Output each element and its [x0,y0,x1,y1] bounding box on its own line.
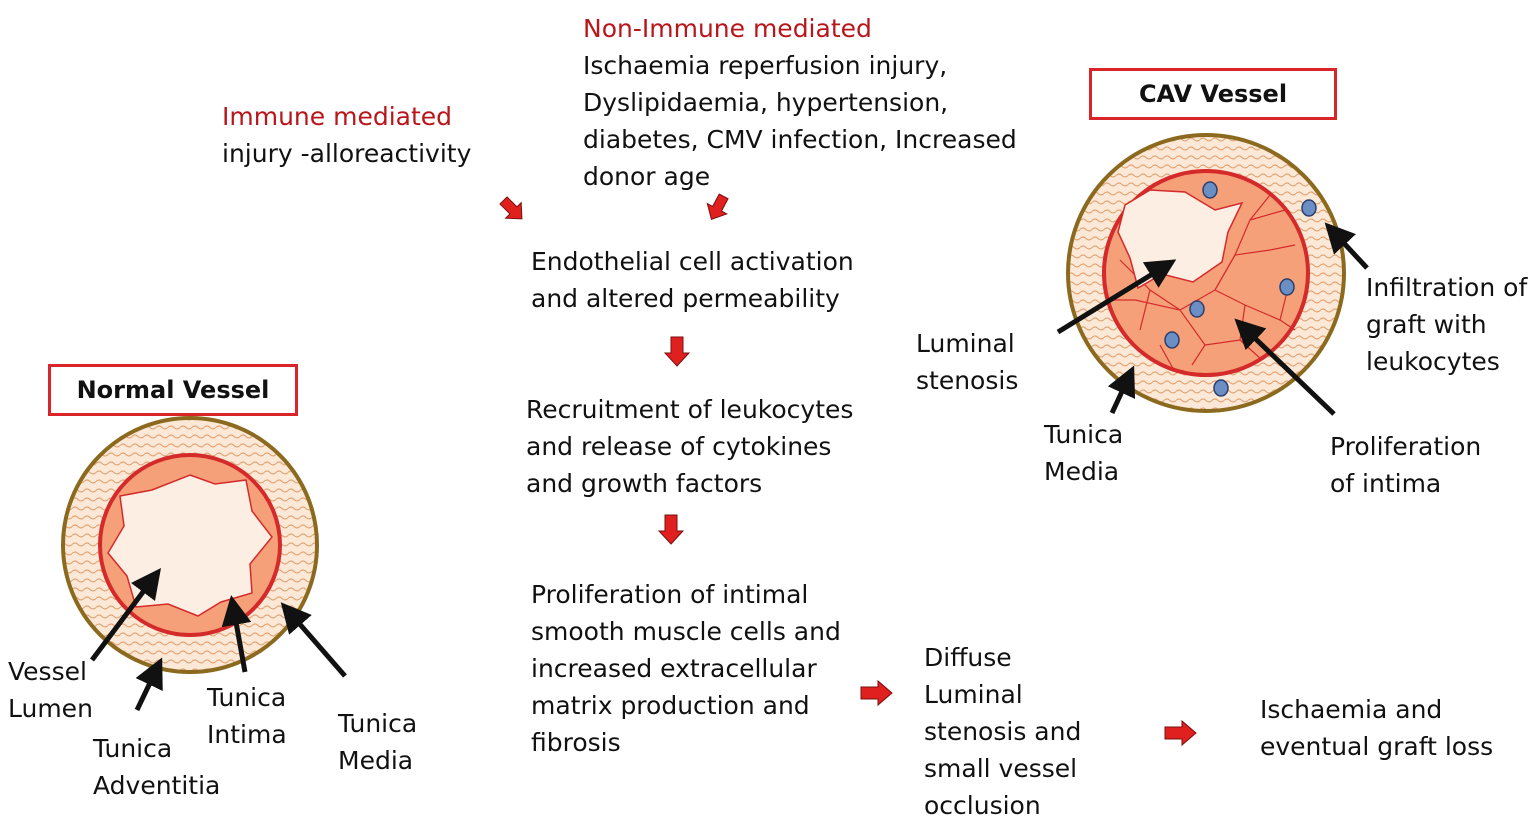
step-line: matrix production and [531,691,810,720]
arrow-step1-to-step2 [663,336,691,367]
step-line: eventual graft loss [1260,732,1494,761]
step-line: and altered permeability [531,284,840,313]
flow-step-endothelial: Endothelial cell activation and altered … [531,243,854,317]
label-line: Intima [207,720,287,749]
arrow-immune-to-endothelial [499,196,523,220]
flow-arrows [499,193,1197,747]
label-line: Lumen [8,694,93,723]
non-immune-line: donor age [583,162,711,191]
non-immune-line: diabetes, CMV infection, Increased [583,125,1017,154]
non-immune-line: Dyslipidaemia, hypertension, [583,88,949,117]
normal-vessel-title: Normal Vessel [48,364,298,416]
cav-vessel-title: CAV Vessel [1089,68,1337,120]
normal-vessel-illustration [61,416,319,674]
arrow-nonimmune-to-endothelial [706,193,729,221]
immune-block: Immune mediated injury -alloreactivity [222,98,471,172]
non-immune-line: Ischaemia reperfusion injury, [583,51,948,80]
cav-vessel-illustration [1066,133,1346,413]
label-vessel-lumen: Vessel Lumen [8,653,93,727]
label-proliferation-intima: Proliferation of intima [1330,428,1481,502]
pointer-cav-tunica-media [1107,365,1136,415]
immune-heading: Immune mediated [222,102,453,131]
pointer-vessel-lumen [90,568,161,662]
flow-step-proliferation: Proliferation of intimal smooth muscle c… [531,576,841,761]
leukocytes [1164,181,1317,397]
label-line: stenosis [916,366,1019,395]
leukocyte [1202,181,1218,199]
label-cav-tunica-media: Tunica Media [1044,416,1123,490]
step-line: occlusion [924,791,1041,820]
label-line: Luminal [916,329,1015,358]
leukocyte [1189,300,1205,318]
pointer-infiltration [1324,222,1369,270]
label-tunica-intima: Tunica Intima [207,679,287,753]
label-line: Tunica [207,683,287,712]
pointer-tunica-adventitia [134,657,163,712]
flow-step-graft-loss: Ischaemia and eventual graft loss [1260,691,1493,765]
step-line: stenosis and [924,717,1082,746]
label-line: Infiltration of [1366,273,1528,302]
label-line: Proliferation [1330,432,1482,461]
label-line: Tunica [1044,420,1124,449]
step-line: smooth muscle cells and [531,617,841,646]
immune-line: injury -alloreactivity [222,139,472,168]
step-line: Proliferation of intimal [531,580,809,609]
leukocyte [1279,278,1295,296]
normal-vessel-pointers [90,568,347,712]
flow-step-recruitment: Recruitment of leukocytes and release of… [526,391,853,502]
leukocyte [1213,379,1229,397]
step-line: Recruitment of leukocytes [526,395,854,424]
label-line: Media [338,746,414,775]
pointer-tunica-intima [221,595,252,673]
non-immune-block: Non-Immune mediated Ischaemia reperfusio… [583,10,1017,195]
label-tunica-adventitia: Tunica Adventitia [93,730,220,804]
label-luminal-stenosis: Luminal stenosis [916,325,1018,399]
pointer-luminal-stenosis [1056,259,1177,335]
step-line: Luminal [924,680,1023,709]
label-tunica-media: Tunica Media [338,705,417,779]
cav-vessel-pointers [1056,222,1369,416]
label-line: Tunica [338,709,418,738]
non-immune-heading: Non-Immune mediated [583,14,872,43]
pointer-tunica-media [280,602,347,678]
step-line: Diffuse [924,643,1012,672]
label-line: Adventitia [93,771,221,800]
step-line: and growth factors [526,469,763,498]
leukocyte [1164,331,1180,349]
flow-step-diffuse-stenosis: Diffuse Luminal stenosis and small vesse… [924,639,1081,824]
step-line: Endothelial cell activation [531,247,854,276]
arrow-step2-to-step3 [657,514,685,545]
step-line: Ischaemia and [1260,695,1443,724]
pointer-proliferation [1234,318,1336,416]
step-line: fibrosis [531,728,621,757]
arrow-step4-to-step5 [1164,719,1197,747]
step-line: and release of cytokines [526,432,832,461]
label-line: graft with [1366,310,1487,339]
label-line: Tunica [93,734,173,763]
label-line: of intima [1330,469,1442,498]
label-line: Media [1044,457,1120,486]
cav-proliferation-mesh [1110,194,1296,373]
label-infiltration: Infiltration of graft with leukocytes [1366,269,1527,380]
step-line: small vessel [924,754,1078,783]
label-line: leukocytes [1366,347,1500,376]
leukocyte [1301,199,1317,217]
label-line: Vessel [8,657,87,686]
step-line: increased extracellular [531,654,817,683]
normal-vessel-lumen [107,474,273,617]
arrow-step3-to-step4 [860,679,893,707]
